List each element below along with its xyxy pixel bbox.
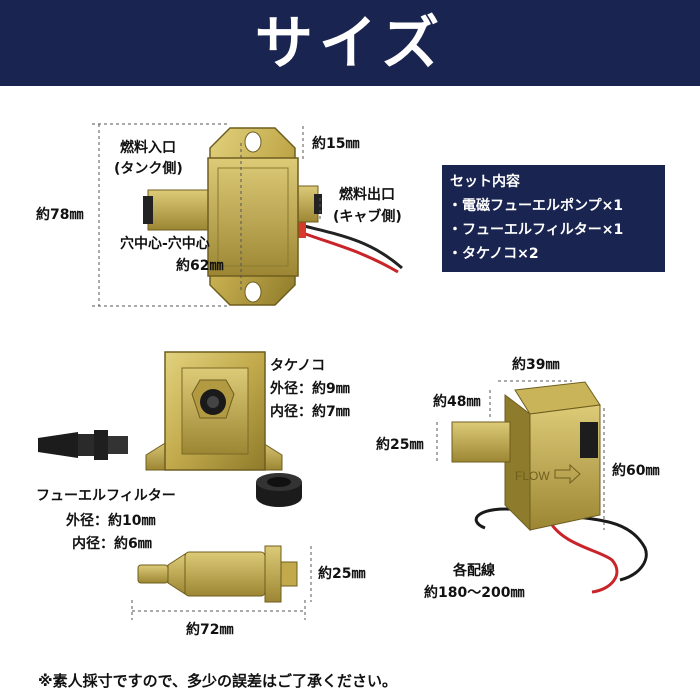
flange-width-label: 約15㎜ (312, 136, 360, 152)
page-title: サイズ (254, 9, 446, 77)
pump-right-height-label: 約60㎜ (612, 463, 660, 479)
inlet-label: 燃料入口 (120, 140, 176, 156)
inlet-side-label: (タンク側) (114, 161, 183, 177)
filter-title: フューエルフィルター (36, 488, 176, 504)
takenoko-outer-diameter: 外径：約9㎜ (270, 381, 350, 397)
outlet-side-label: (キャブ側) (333, 209, 402, 225)
set-item: ・フューエルフィルター×1 (448, 222, 624, 238)
fuel-filter-image (137, 545, 298, 603)
set-contents-title: セット内容 (450, 174, 520, 190)
pump-right-image: FLOW (451, 381, 648, 594)
takenoko-title: タケノコ (270, 358, 326, 374)
pump-height-label: 約78㎜ (36, 207, 84, 223)
title-banner: サイズ (0, 0, 700, 86)
takenoko-fitting-image (38, 430, 128, 460)
filter-outer-diameter: 外径：約10㎜ (66, 513, 156, 529)
takenoko-inner-diameter: 内径：約7㎜ (270, 404, 350, 420)
footer-note: ※素人採寸ですので、多少の誤差はご了承ください。 (38, 672, 397, 690)
wire-label: 各配線 (453, 563, 495, 579)
dimension-lines (92, 123, 605, 620)
pump-width-label: 約39㎜ (512, 357, 560, 373)
set-item: ・電磁フューエルポンプ×1 (448, 198, 624, 214)
set-item: ・タケノコ×2 (448, 246, 539, 262)
hole-center-label: 穴中心-穴中心 (120, 236, 210, 252)
pump-top-image (143, 127, 403, 306)
filter-height-label: 約25㎜ (318, 566, 366, 582)
nozzle-height-label: 約25㎜ (376, 437, 424, 453)
hole-distance-label: 約62㎜ (176, 258, 224, 274)
filter-inner-diameter: 内径：約6㎜ (72, 536, 152, 552)
set-contents-box: セット内容 ・電磁フューエルポンプ×1 ・フューエルフィルター×1 ・タケノコ×… (442, 165, 665, 272)
outlet-label: 燃料出口 (339, 187, 395, 203)
wire-length-label: 約180〜200㎜ (424, 585, 525, 601)
pump-depth-label: 約48㎜ (433, 394, 481, 410)
filter-length-label: 約72㎜ (186, 622, 234, 638)
flow-text: FLOW (515, 469, 550, 483)
pump-front-image (145, 351, 283, 471)
cap-fitting-image (256, 473, 302, 507)
